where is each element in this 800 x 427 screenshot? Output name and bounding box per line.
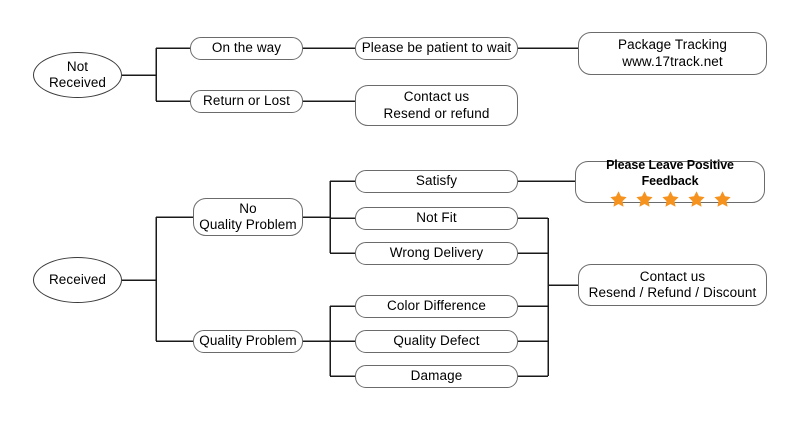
node-leave-positive-feedback[interactable]: Please Leave Positive Feedback: [575, 158, 765, 207]
node-damage[interactable]: Damage: [355, 365, 518, 388]
node-quality-defect[interactable]: Quality Defect: [355, 330, 518, 353]
node-not-fit[interactable]: Not Fit: [355, 207, 518, 230]
node-no-quality-problem[interactable]: No Quality Problem: [193, 198, 303, 236]
node-not-received[interactable]: Not Received: [33, 52, 122, 98]
feedback-label: Please Leave Positive Feedback: [606, 158, 734, 188]
star-icon[interactable]: [713, 190, 732, 208]
node-contact-us-resend-or-refund[interactable]: Contact us Resend or refund: [355, 85, 518, 126]
star-icon[interactable]: [609, 190, 628, 208]
node-wrong-delivery[interactable]: Wrong Delivery: [355, 242, 518, 265]
star-icon[interactable]: [687, 190, 706, 208]
node-please-be-patient-to-wait[interactable]: Please be patient to wait: [355, 37, 518, 60]
node-color-difference[interactable]: Color Difference: [355, 295, 518, 318]
node-on-the-way[interactable]: On the way: [190, 37, 303, 60]
star-icon[interactable]: [635, 190, 654, 208]
node-quality-problem[interactable]: Quality Problem: [193, 330, 303, 353]
node-received[interactable]: Received: [33, 257, 122, 303]
node-package-tracking[interactable]: Package Tracking www.17track.net: [578, 32, 767, 75]
star-icon[interactable]: [661, 190, 680, 208]
star-rating[interactable]: [609, 190, 732, 208]
node-satisfy[interactable]: Satisfy: [355, 170, 518, 193]
node-return-or-lost[interactable]: Return or Lost: [190, 90, 303, 113]
node-contact-us-resend-refund-discount[interactable]: Contact us Resend / Refund / Discount: [578, 264, 767, 306]
